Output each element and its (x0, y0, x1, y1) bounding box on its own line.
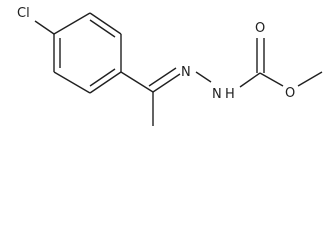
carbonyl-oxygen-label: O (255, 21, 265, 36)
bond-n-carbonyl-carbon (239, 72, 261, 88)
chemical-structure: Cl N N H O O (17, 6, 323, 126)
amine-hydrogen-label: H (225, 87, 235, 102)
ester-oxygen-label: O (285, 86, 295, 101)
benzene-ring (53, 12, 122, 94)
imine-nitrogen-label: N (181, 65, 191, 80)
bond-n-n (195, 71, 212, 83)
ring-bond-c2-c3 (89, 12, 122, 35)
bond-c-n-double (152, 73, 181, 93)
amine-nitrogen-label: N (212, 87, 222, 102)
ring-double-bond-inner (89, 68, 116, 87)
chlorine-label: Cl (17, 6, 30, 21)
ring-bond-c5-c6 (53, 71, 91, 94)
ring-bond-c1-c2 (53, 12, 91, 35)
ring-bond-c4-c5 (89, 71, 122, 94)
ring-double-bond-inner (89, 19, 116, 38)
bond-ring-chlorine (34, 20, 55, 35)
bond-ring-imine-carbon (120, 71, 154, 93)
bond-o-methyl (297, 71, 323, 87)
bond-c-n-double-inner (148, 67, 177, 87)
bond-c-o-single (259, 72, 284, 87)
